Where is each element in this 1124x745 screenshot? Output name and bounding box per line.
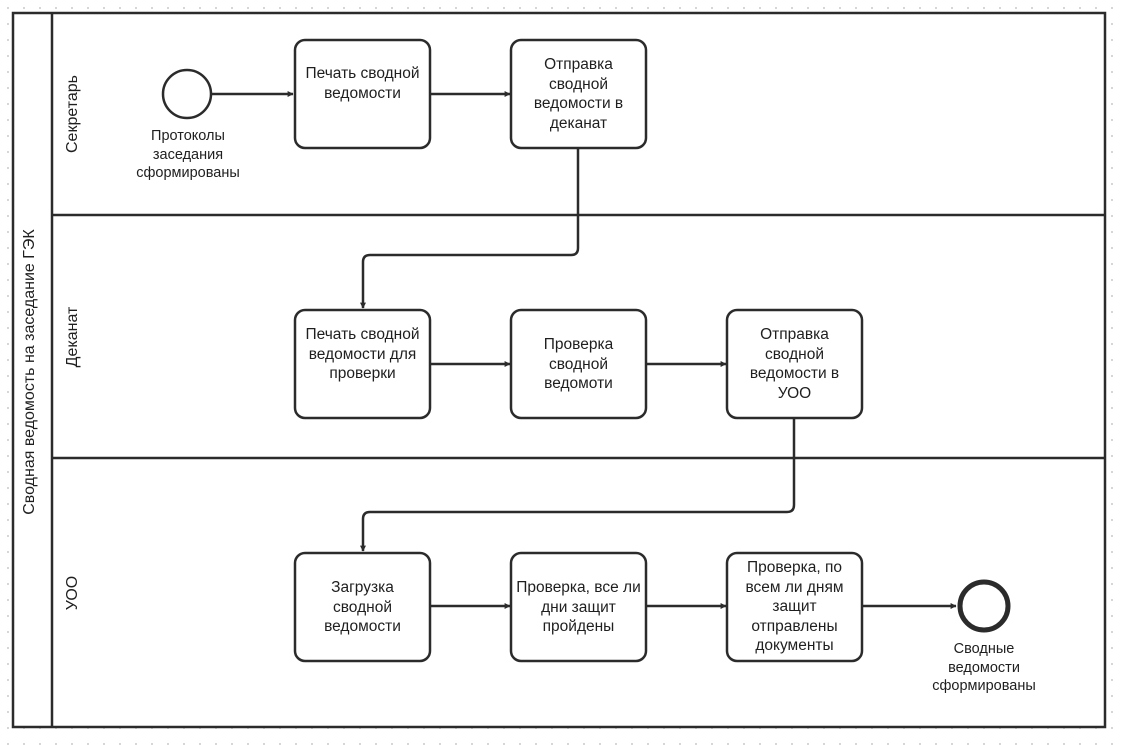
flow-t2-to-t3 xyxy=(360,149,580,309)
start-event[interactable] xyxy=(161,68,213,120)
task-check-summary[interactable] xyxy=(509,308,648,420)
task-check-days-passed[interactable] xyxy=(509,551,648,663)
end-event[interactable] xyxy=(957,579,1011,633)
pool-title: Сводная ведомость на заседание ГЭК xyxy=(21,229,38,515)
flow-t5-to-t6 xyxy=(360,418,796,552)
lane-label-uoo: УОО xyxy=(64,575,81,611)
start-event-label: Протоколы заседания сформированы xyxy=(136,128,240,181)
lane-label-dean: Деканат xyxy=(64,306,81,368)
task-upload-summary[interactable] xyxy=(293,551,432,663)
task-check-docs-sent[interactable] xyxy=(725,551,864,663)
task-send-to-uoo[interactable] xyxy=(725,308,864,420)
task-send-to-dean[interactable] xyxy=(509,38,648,150)
lane-label-secretary: Секретарь xyxy=(64,75,81,153)
task-print-summary[interactable] xyxy=(293,38,432,150)
task-print-for-check[interactable] xyxy=(293,308,432,420)
end-event-label: Сводные ведомости сформированы xyxy=(932,641,1036,694)
